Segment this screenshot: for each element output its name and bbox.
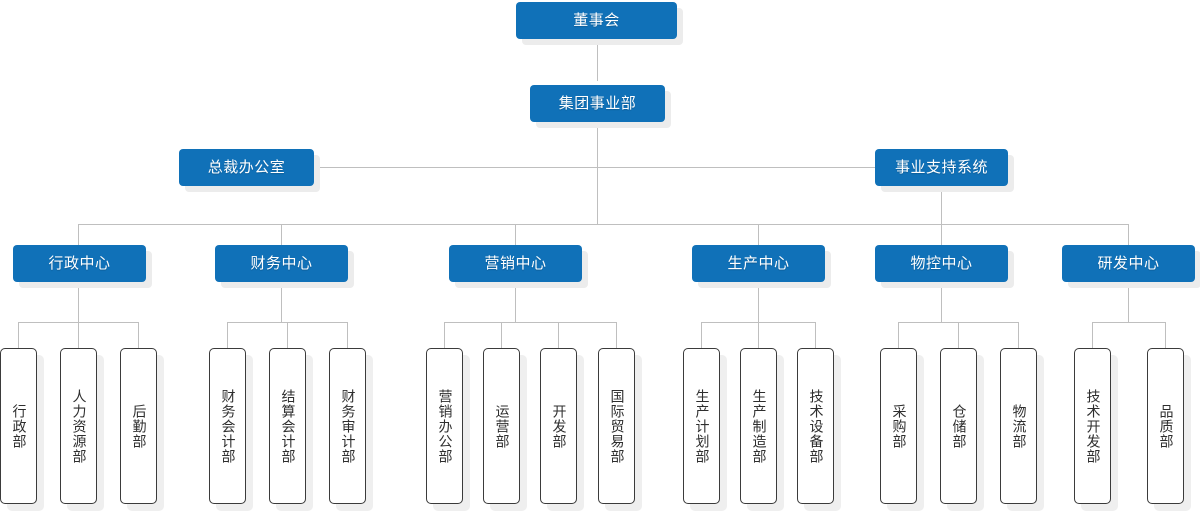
connector-production-dept-2: [815, 322, 816, 348]
connector-material-control-dept-1: [958, 322, 959, 348]
node-dept-admin-1[interactable]: 人力资源部: [60, 348, 97, 504]
node-center-marketing-label: 营销中心: [484, 255, 547, 272]
connector-bus-to-finance: [281, 224, 282, 245]
connector-rnd-dept-0: [1092, 322, 1093, 348]
connector-rnd-dept-1: [1165, 322, 1166, 348]
connector-material-control-stem: [941, 281, 942, 322]
connector-board-to-group: [597, 39, 598, 81]
connector-admin-dept-0: [18, 322, 19, 348]
connector-rnd-stem: [1128, 281, 1129, 322]
node-center-material-control[interactable]: 物控中心: [875, 245, 1008, 282]
node-dept-production-0-label: 生产计划部: [694, 388, 711, 464]
node-center-rnd[interactable]: 研发中心: [1062, 245, 1195, 282]
node-dept-marketing-0[interactable]: 营销办公部: [426, 348, 463, 504]
node-dept-finance-1-label: 结算会计部: [280, 388, 297, 464]
node-dept-production-0[interactable]: 生产计划部: [683, 348, 720, 504]
connector-bus-to-marketing: [515, 224, 516, 245]
node-dept-marketing-1[interactable]: 运营部: [483, 348, 520, 504]
node-dept-rnd-0[interactable]: 技术开发部: [1074, 348, 1111, 504]
node-dept-production-2[interactable]: 技术设备部: [797, 348, 834, 504]
node-president-office[interactable]: 总裁办公室: [179, 149, 314, 186]
connector-bus-to-admin: [78, 224, 79, 245]
connector-level2-crossbar: [313, 167, 876, 168]
connector-finance-dept-0: [227, 322, 228, 348]
node-dept-finance-2[interactable]: 财务审计部: [329, 348, 366, 504]
node-dept-marketing-2[interactable]: 开发部: [540, 348, 577, 504]
node-dept-marketing-1-label: 运营部: [494, 403, 511, 449]
connector-finance-stem: [281, 281, 282, 322]
node-dept-marketing-0-label: 营销办公部: [437, 388, 454, 464]
node-board-label: 董事会: [573, 12, 620, 29]
node-board[interactable]: 董事会: [516, 2, 677, 39]
node-group-division-label: 集团事业部: [558, 95, 637, 112]
connector-finance-dept-2: [347, 322, 348, 348]
node-center-rnd-label: 研发中心: [1097, 255, 1160, 272]
node-dept-rnd-0-label: 技术开发部: [1085, 388, 1102, 464]
node-dept-production-2-label: 技术设备部: [808, 388, 825, 464]
node-dept-material-control-0-label: 采购部: [891, 403, 908, 449]
connector-group-trunk: [597, 123, 598, 224]
connector-marketing-dept-0: [444, 322, 445, 348]
node-center-admin-label: 行政中心: [48, 255, 111, 272]
connector-marketing-bus: [444, 322, 616, 323]
connector-finance-dept-1: [287, 322, 288, 348]
node-dept-production-1[interactable]: 生产制造部: [740, 348, 777, 504]
node-dept-marketing-3[interactable]: 国际贸易部: [598, 348, 635, 504]
node-dept-rnd-1-label: 品质部: [1158, 403, 1175, 449]
node-dept-marketing-2-label: 开发部: [551, 403, 568, 449]
connector-admin-stem: [78, 281, 79, 322]
connector-admin-dept-2: [138, 322, 139, 348]
connector-production-stem: [758, 281, 759, 322]
node-group-division[interactable]: 集团事业部: [530, 85, 665, 122]
connector-marketing-dept-3: [616, 322, 617, 348]
connector-marketing-dept-2: [558, 322, 559, 348]
connector-marketing-dept-1: [501, 322, 502, 348]
node-dept-material-control-0[interactable]: 采购部: [880, 348, 917, 504]
node-center-marketing[interactable]: 营销中心: [449, 245, 582, 282]
node-center-production-label: 生产中心: [727, 255, 790, 272]
node-dept-production-1-label: 生产制造部: [751, 388, 768, 464]
connector-production-dept-0: [701, 322, 702, 348]
node-dept-admin-0[interactable]: 行政部: [0, 348, 37, 504]
node-president-office-label: 总裁办公室: [207, 159, 286, 176]
node-dept-admin-2[interactable]: 后勤部: [120, 348, 157, 504]
node-dept-admin-1-label: 人力资源部: [71, 388, 88, 464]
node-center-finance[interactable]: 财务中心: [215, 245, 348, 282]
node-center-admin[interactable]: 行政中心: [13, 245, 146, 282]
node-dept-finance-0-label: 财务会计部: [220, 388, 237, 464]
node-dept-material-control-1[interactable]: 仓储部: [940, 348, 977, 504]
connector-support-to-bus: [941, 190, 942, 224]
node-dept-finance-0[interactable]: 财务会计部: [209, 348, 246, 504]
node-dept-material-control-1-label: 仓储部: [951, 403, 968, 449]
connector-rnd-bus: [1092, 322, 1165, 323]
connector-admin-dept-1: [78, 322, 79, 348]
connector-bus-to-rnd: [1128, 224, 1129, 245]
node-dept-marketing-3-label: 国际贸易部: [609, 388, 626, 464]
connector-marketing-stem: [515, 281, 516, 322]
connector-material-control-dept-0: [898, 322, 899, 348]
node-dept-material-control-2[interactable]: 物流部: [1000, 348, 1037, 504]
node-dept-material-control-2-label: 物流部: [1011, 403, 1028, 449]
connector-bus-to-material-control: [941, 224, 942, 245]
node-dept-rnd-1[interactable]: 品质部: [1147, 348, 1184, 504]
connector-centers-bus: [78, 224, 1128, 225]
node-support-system-label: 事业支持系统: [894, 159, 988, 176]
node-dept-finance-2-label: 财务审计部: [340, 388, 357, 464]
node-center-material-control-label: 物控中心: [910, 255, 973, 272]
node-dept-admin-2-label: 后勤部: [131, 403, 148, 449]
node-support-system[interactable]: 事业支持系统: [875, 149, 1008, 186]
node-center-finance-label: 财务中心: [250, 255, 313, 272]
node-dept-finance-1[interactable]: 结算会计部: [269, 348, 306, 504]
connector-production-dept-1: [758, 322, 759, 348]
connector-material-control-dept-2: [1018, 322, 1019, 348]
node-dept-admin-0-label: 行政部: [11, 403, 28, 449]
node-center-production[interactable]: 生产中心: [692, 245, 825, 282]
connector-bus-to-production: [758, 224, 759, 245]
